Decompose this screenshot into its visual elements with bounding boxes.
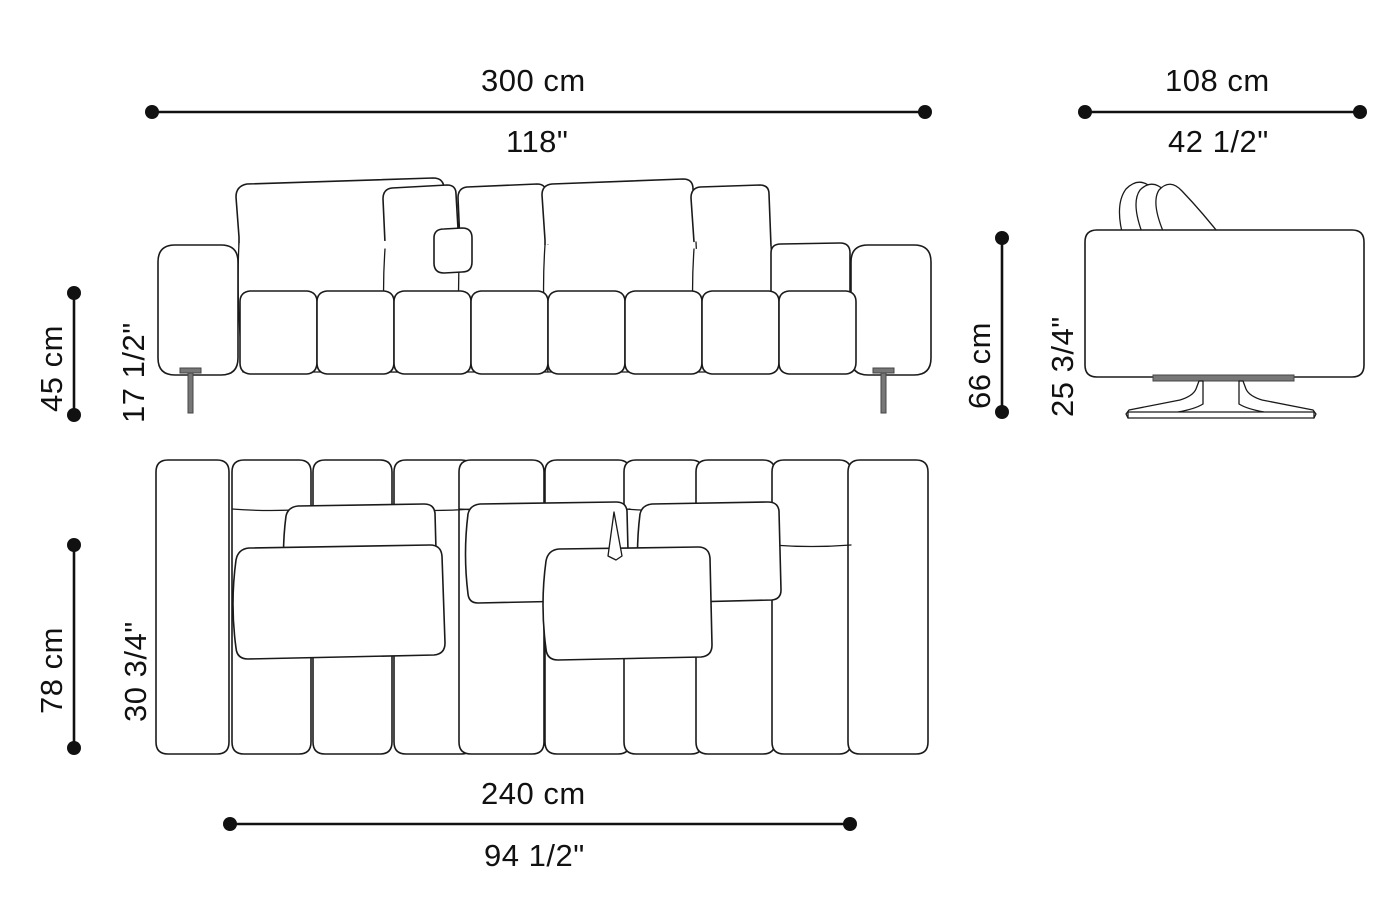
dimension-seat-height bbox=[67, 286, 81, 422]
front-elevation-view bbox=[157, 177, 932, 414]
dimension-back-height-imperial: 25 3/4" bbox=[1045, 316, 1080, 417]
dimension-overall-width bbox=[145, 105, 932, 119]
dimension-plan-depth-metric: 78 cm bbox=[34, 627, 69, 714]
top-plan-view bbox=[155, 459, 929, 755]
dimension-overall-width-metric: 300 cm bbox=[481, 63, 586, 98]
dimension-seat-height-imperial: 17 1/2" bbox=[116, 322, 151, 423]
dimension-seat-width-metric: 240 cm bbox=[481, 776, 586, 811]
dimension-seat-width-imperial: 94 1/2" bbox=[484, 838, 585, 873]
dimension-plan-depth bbox=[67, 538, 81, 755]
dimension-back-height-metric: 66 cm bbox=[962, 322, 997, 409]
side-elevation-view bbox=[1084, 181, 1365, 419]
dimension-overall-depth bbox=[1078, 105, 1367, 119]
dimension-seat-width bbox=[223, 817, 857, 831]
dimension-seat-height-metric: 45 cm bbox=[34, 325, 69, 412]
dimension-overall-depth-metric: 108 cm bbox=[1165, 63, 1270, 98]
dimension-overall-width-imperial: 118" bbox=[506, 124, 569, 159]
dimension-plan-depth-imperial: 30 3/4" bbox=[118, 621, 153, 722]
dimension-back-height bbox=[995, 231, 1009, 419]
dimension-overall-depth-imperial: 42 1/2" bbox=[1168, 124, 1269, 159]
